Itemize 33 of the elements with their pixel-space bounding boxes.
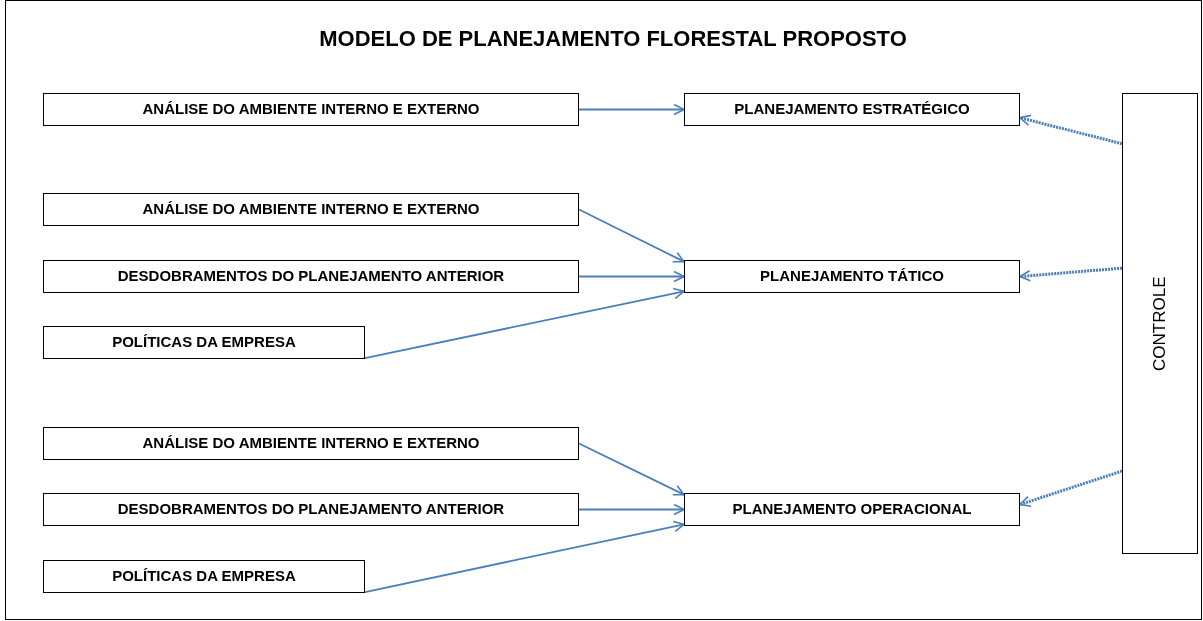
node-label: DESDOBRAMENTOS DO PLANEJAMENTO ANTERIOR [117, 499, 505, 520]
arrow [578, 503, 685, 516]
node-label: POLÍTICAS DA EMPRESA [112, 566, 296, 587]
process-box [43, 260, 579, 293]
process-box [43, 326, 365, 359]
process-box [43, 93, 579, 126]
process-box [43, 427, 579, 460]
title: MODELO DE PLANEJAMENTO FLORESTAL PROPOSTO [318, 25, 908, 53]
arrow [578, 208, 685, 263]
arrow [578, 270, 685, 283]
node-label: CONTROLE [1149, 276, 1171, 371]
node-label: POLÍTICAS DA EMPRESA [112, 332, 296, 353]
arrow [364, 287, 685, 359]
node-label: ANÁLISE DO AMBIENTE INTERNO E EXTERNO [142, 199, 480, 220]
node-label: PLANEJAMENTO ESTRATÉGICO [734, 99, 970, 120]
arrow [1019, 114, 1123, 146]
process-box [43, 193, 579, 226]
arrow [1019, 266, 1123, 282]
arrow [364, 520, 685, 593]
arrow [578, 442, 685, 496]
process-box [43, 560, 365, 593]
node-label: ANÁLISE DO AMBIENTE INTERNO E EXTERNO [142, 433, 480, 454]
arrow [1019, 469, 1123, 507]
node-label: DESDOBRAMENTOS DO PLANEJAMENTO ANTERIOR [117, 266, 505, 287]
process-box [684, 260, 1020, 293]
node-label: ANÁLISE DO AMBIENTE INTERNO E EXTERNO [142, 99, 480, 120]
arrow [578, 103, 685, 116]
node-label: PLANEJAMENTO TÁTICO [760, 266, 944, 287]
process-box [684, 493, 1020, 526]
node-label: PLANEJAMENTO OPERACIONAL [732, 499, 972, 520]
control-bar [1122, 93, 1198, 554]
process-box [684, 93, 1020, 126]
process-box [43, 493, 579, 526]
